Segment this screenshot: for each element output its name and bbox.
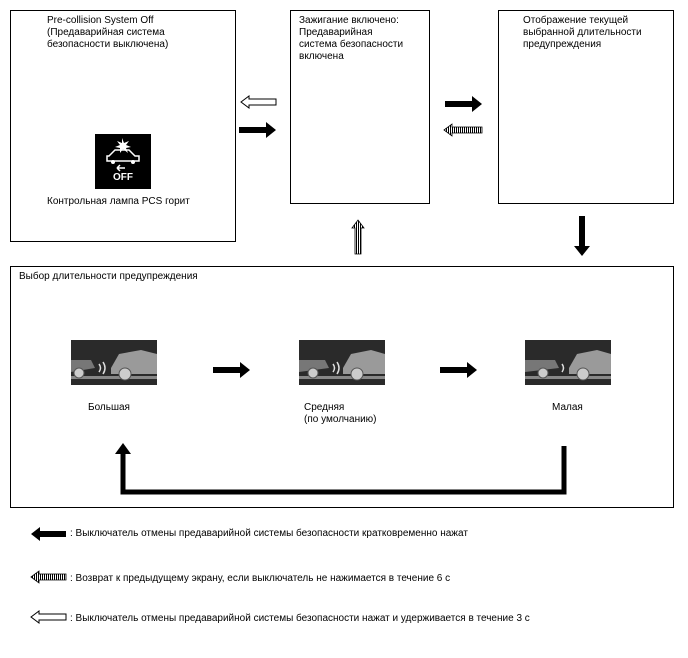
legend-text-outline: : Выключатель отмены предаварийной систе… [70, 613, 530, 624]
hatched-arrow-up [351, 219, 365, 255]
return-loop-arrow [120, 446, 567, 495]
pcs-off-text: OFF [113, 172, 133, 183]
solid-arrow-right-2 [445, 96, 482, 112]
state-title-current-display: Отображение текущей выбранной длительнос… [523, 15, 642, 50]
solid-arrow-right-1 [239, 122, 276, 138]
pcs-off-indicator-icon: OFF [95, 134, 151, 189]
return-loop-arrowhead [115, 443, 131, 454]
state-box-current-display: Отображение текущей выбранной длительнос… [498, 10, 674, 204]
indicator-caption: Контрольная лампа PCS горит [47, 196, 190, 207]
hatched-arrow-icon [30, 570, 67, 584]
solid-arrow-option-2 [440, 362, 477, 378]
option-label-large: Большая [88, 402, 130, 413]
car-warning-medium-icon [299, 340, 385, 385]
pcs-car-collision-icon [106, 138, 140, 172]
option-label-medium: Средняя (по умолчанию) [304, 402, 377, 425]
car-warning-large-icon [71, 340, 157, 385]
state-box-ignition-on: Зажигание включено: Предаварийная систем… [290, 10, 430, 204]
state-title-pcs-off: Pre-collision System Off (Предаварийная … [47, 15, 169, 50]
hatched-arrow-left-1 [443, 123, 483, 137]
outline-arrow-left [240, 95, 277, 109]
car-warning-small-icon [525, 340, 611, 385]
solid-arrow-down [574, 216, 590, 256]
solid-arrow-option-1 [213, 362, 250, 378]
legend-text-solid: : Выключатель отмены предаварийной систе… [70, 528, 468, 539]
selection-title: Выбор длительности предупреждения [19, 271, 198, 282]
state-box-pcs-off: Pre-collision System Off (Предаварийная … [10, 10, 236, 242]
state-title-ignition-on: Зажигание включено: Предаварийная систем… [299, 15, 404, 62]
outline-arrow-icon [30, 610, 67, 624]
legend-text-hatched: : Возврат к предыдущему экрану, если вык… [70, 573, 451, 584]
option-label-small: Малая [552, 402, 583, 413]
solid-arrow-icon [31, 527, 66, 541]
